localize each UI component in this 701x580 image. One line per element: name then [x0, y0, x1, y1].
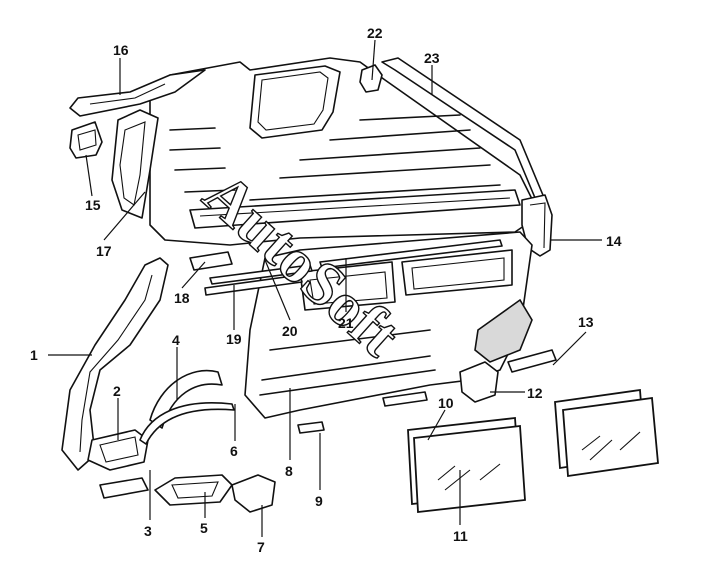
- callout-7: 7: [257, 539, 265, 555]
- part-13-strip: [507, 349, 557, 373]
- part-3-plate: [99, 477, 149, 499]
- upper-side-panel: [149, 57, 541, 246]
- callout-20: 20: [282, 323, 298, 339]
- callout-1: 1: [30, 347, 38, 363]
- callout-11: 11: [453, 528, 468, 544]
- part-19-strip: [204, 274, 303, 296]
- part-22-bracket: [359, 64, 383, 93]
- part-6-arch-strip: [139, 402, 235, 445]
- glass-set-left: [407, 417, 526, 514]
- callout-15: 15: [85, 197, 101, 213]
- leader-lines: [48, 39, 602, 537]
- callout-16: 16: [113, 42, 129, 58]
- callout-8: 8: [285, 463, 293, 479]
- callout-13: 13: [578, 314, 594, 330]
- callout-19: 19: [226, 331, 242, 347]
- part-10-strip: [382, 391, 428, 407]
- callout-17: 17: [96, 243, 112, 259]
- part-5-wheelhouse: [154, 474, 233, 506]
- callout-3: 3: [144, 523, 152, 539]
- part-1-pillar: [61, 257, 169, 471]
- part-20-strip: [209, 264, 313, 285]
- callout-18: 18: [174, 290, 190, 306]
- callout-labels: 1 2 3 4 5 6 7 8 9 10 11 12 13 14 15 16 1…: [30, 25, 622, 555]
- part-7-bracket: [231, 474, 276, 513]
- callout-2: 2: [113, 383, 121, 399]
- callout-22: 22: [367, 25, 383, 41]
- part-9-strip: [297, 421, 325, 434]
- callout-4: 4: [172, 332, 180, 348]
- callout-6: 6: [230, 443, 238, 459]
- callout-21: 21: [338, 315, 354, 331]
- callout-10: 10: [438, 395, 454, 411]
- callout-5: 5: [200, 520, 208, 536]
- callout-12: 12: [527, 385, 543, 401]
- part-2-bracket: [87, 429, 149, 471]
- part-12-latch: [459, 361, 499, 403]
- glass-set-right: [554, 388, 659, 478]
- part-21-strip: [319, 239, 503, 269]
- callout-14: 14: [606, 233, 622, 249]
- part-15-bracket: [69, 121, 103, 159]
- callout-9: 9: [315, 493, 323, 509]
- callout-23: 23: [424, 50, 440, 66]
- part-18-trim: [189, 251, 233, 271]
- part-16-roof-rail: [69, 69, 206, 117]
